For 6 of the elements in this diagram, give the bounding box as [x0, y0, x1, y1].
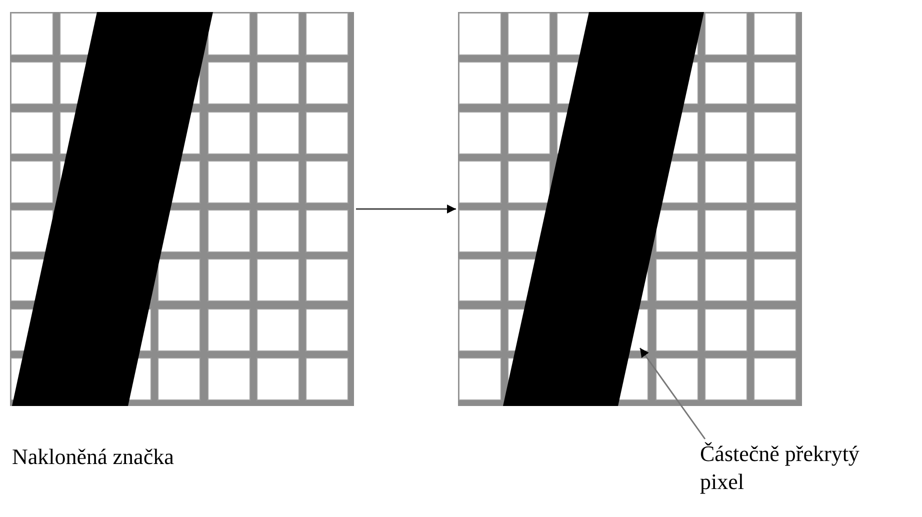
leader-line — [639, 348, 706, 440]
caption-text: Nakloněná značka — [12, 443, 174, 471]
pixel-grid-drawing — [10, 12, 354, 406]
caption-text: Částečně překrytý pixel — [700, 440, 900, 496]
arrow — [356, 204, 456, 214]
pixel-grid-drawing — [458, 12, 802, 406]
